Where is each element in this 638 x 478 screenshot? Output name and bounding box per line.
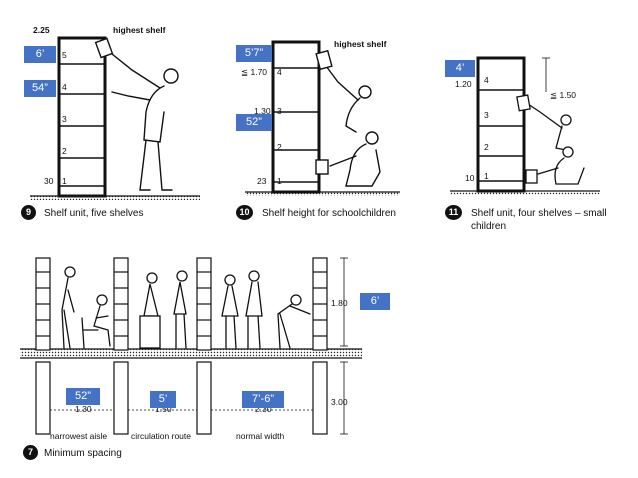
fig9-caption: Shelf unit, five shelves	[44, 208, 144, 219]
fig7-width: 2.30	[255, 404, 272, 414]
fig9-tag-6ft: 6’	[24, 46, 56, 63]
fig11-small-children-icon	[516, 94, 585, 185]
fig11-floor	[450, 191, 600, 195]
fig9-tag-54in: 54”	[24, 80, 56, 97]
fig10-tag-5ft7in: 5’7”	[236, 45, 272, 62]
fig7-caption: Minimum spacing	[44, 448, 122, 459]
fig7-width: 1.30	[75, 404, 92, 414]
fig11-shelf-number: 2	[484, 142, 489, 152]
fig7-label-circulation-route: circulation route	[131, 431, 192, 441]
fig10-shelf-number: 2	[277, 142, 282, 152]
fig7-tag-6ft: 6’	[360, 293, 390, 310]
fig9-shelf-number: 1	[62, 176, 67, 186]
fig10-floor	[245, 192, 400, 196]
fig10-shelf-number: 4	[277, 67, 282, 77]
fig7-tag-5ft: 5’	[150, 391, 176, 408]
fig7-floor-slab	[20, 348, 362, 359]
fig7-dimension-lines	[50, 257, 348, 435]
fig11-caption-line1: Shelf unit, four shelves – small	[471, 208, 607, 219]
fig10-children-icon	[315, 49, 381, 187]
fig7-depth-300: 3.00	[331, 397, 348, 407]
fig7-label-normal-width: normal width	[236, 431, 285, 441]
fig9-shelf-number: 2	[62, 146, 67, 156]
fig11-shelf-number: 4	[484, 75, 489, 85]
fig10-shelf-number: 3	[277, 106, 282, 116]
fig9-bottom-height: 30	[44, 176, 54, 186]
fig9-top-height: 2.25	[33, 25, 50, 35]
fig7-width: 1.50	[155, 404, 172, 414]
fig10-shelf-number: 1	[277, 176, 282, 186]
fig7-height-180: 1.80	[331, 298, 348, 308]
fig9-floor	[30, 196, 200, 200]
fig7-tag-7ft6in: 7’-6”	[242, 391, 284, 408]
fig11-shelf-number: 3	[484, 110, 489, 120]
fig9-highest-shelf-label: highest shelf	[113, 25, 166, 35]
fig10-height-170: ≦ 1.70	[241, 67, 268, 77]
fig11-shelf-number: 1	[484, 171, 489, 181]
fig11-height-120: 1.20	[455, 79, 472, 89]
fig7-plan-columns	[35, 361, 328, 435]
fig7-caption-number: 7	[23, 445, 38, 460]
fig11-bottom-height: 10	[465, 173, 475, 183]
fig11-caption-number: 11	[445, 205, 462, 220]
fig9-shelf-number: 5	[62, 50, 67, 60]
fig7-tag-52in: 52”	[66, 388, 100, 405]
fig11-reach: ≦ 1.50	[550, 90, 577, 100]
fig10-bottom-height: 23	[257, 176, 267, 186]
fig7-shelving-units	[35, 257, 328, 351]
fig9-person-reaching-icon	[94, 37, 179, 191]
fig9-shelf-number: 3	[62, 114, 67, 124]
fig11-caption-line2: children	[471, 221, 507, 232]
fig10-highest-shelf-label: highest shelf	[334, 39, 387, 49]
fig10-height-130: 1.30	[254, 106, 271, 116]
fig11-tag-4ft: 4’	[445, 60, 475, 77]
fig9-shelf-number: 4	[62, 82, 67, 92]
fig10-tag-52in: 52”	[236, 114, 272, 131]
fig7-people-icon	[61, 266, 311, 349]
fig9-caption-number: 9	[21, 205, 36, 220]
fig10-caption-number: 10	[236, 205, 253, 220]
fig7-label-narrowest-aisle: narrowest aisle	[50, 431, 108, 441]
fig10-caption: Shelf height for schoolchildren	[262, 208, 396, 219]
fig11-shelf-unit	[450, 56, 600, 193]
